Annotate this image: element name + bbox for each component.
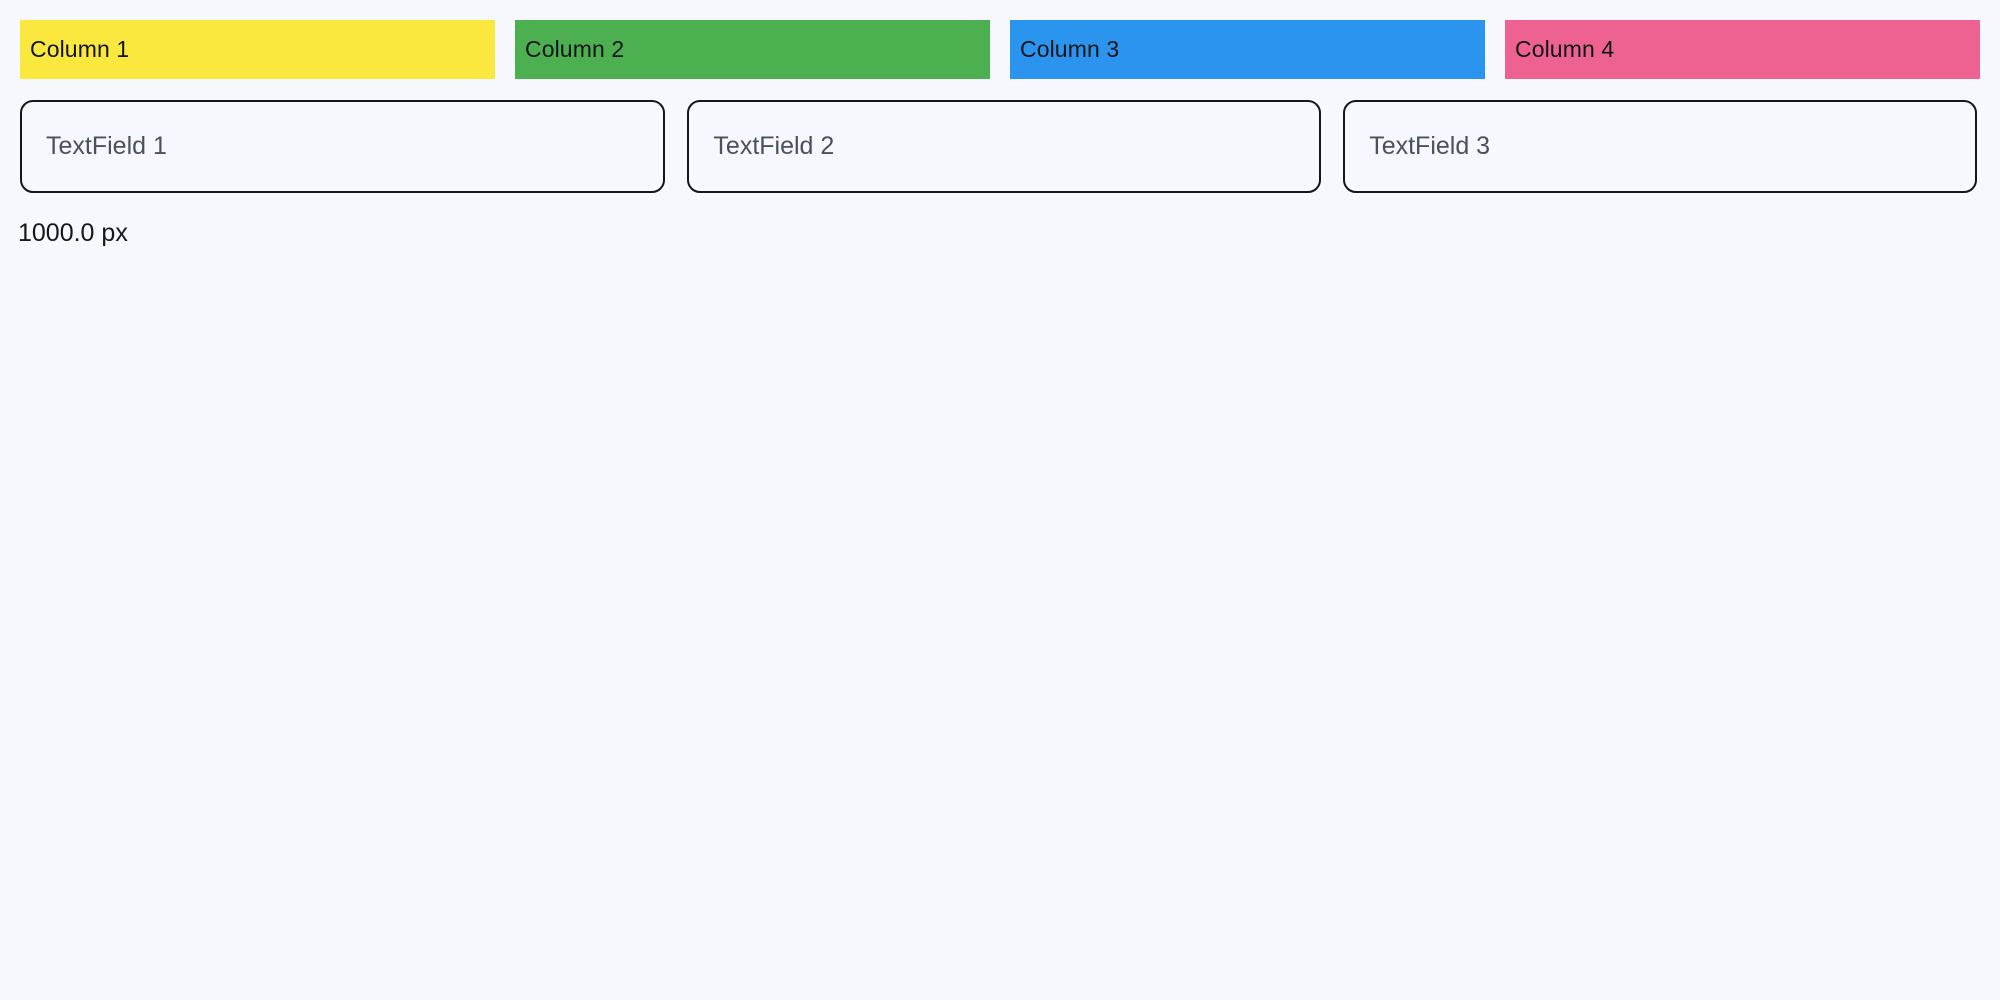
column-bar-label-1: Column 1 bbox=[30, 36, 130, 62]
textfield-3[interactable]: TextField 3 bbox=[1343, 100, 1977, 193]
textfield-row: TextField 1 TextField 2 TextField 3 bbox=[20, 100, 1977, 193]
textfield-1-placeholder: TextField 1 bbox=[46, 132, 167, 160]
column-bar-3[interactable]: Column 3 bbox=[1010, 20, 1485, 79]
content-canvas bbox=[0, 260, 2000, 1000]
textfield-2-placeholder: TextField 2 bbox=[713, 132, 835, 160]
column-bar-label-4: Column 4 bbox=[1515, 36, 1615, 62]
column-bar-label-3: Column 3 bbox=[1020, 36, 1120, 62]
column-bar-label-2: Column 2 bbox=[525, 36, 625, 62]
column-bar-2[interactable]: Column 2 bbox=[515, 20, 990, 79]
column-bar-row: Column 1 Column 2 Column 3 Column 4 bbox=[20, 20, 1980, 79]
column-bar-1[interactable]: Column 1 bbox=[20, 20, 495, 79]
width-readout-label: 1000.0 px bbox=[18, 219, 128, 247]
textfield-2[interactable]: TextField 2 bbox=[687, 100, 1322, 193]
textfield-3-placeholder: TextField 3 bbox=[1369, 132, 1491, 160]
textfield-1[interactable]: TextField 1 bbox=[20, 100, 666, 193]
column-bar-4[interactable]: Column 4 bbox=[1505, 20, 1980, 79]
